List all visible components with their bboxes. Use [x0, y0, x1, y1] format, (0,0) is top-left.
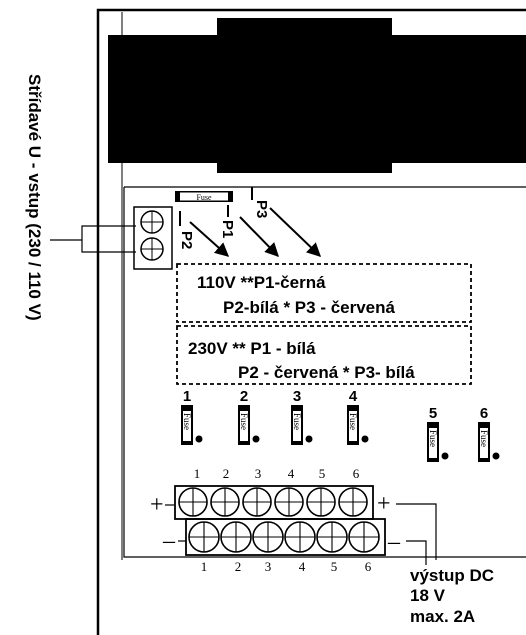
fuse-indicator-dot — [252, 435, 260, 443]
fuse-number: 4 — [349, 388, 358, 405]
output-label-line3: max. 2A — [410, 607, 475, 626]
output-wires — [396, 503, 437, 565]
fuse-label: Fuse — [428, 430, 438, 447]
svg-text:P1: P1 — [219, 220, 236, 238]
right-plus-sign: + — [377, 491, 391, 517]
fuse-number: 5 — [429, 405, 437, 422]
bottom-terminal-number: 3 — [265, 559, 272, 574]
bottom-terminal-number: 5 — [331, 559, 338, 574]
top-terminal-numbers: 1 2 3 4 5 6 — [194, 466, 360, 481]
fuse-number: 3 — [293, 388, 301, 405]
bottom-terminal-number: 1 — [201, 559, 208, 574]
screw-terminal-3 — [252, 521, 284, 553]
output-label-line2: 18 V — [410, 586, 446, 605]
arrow-p3 — [269, 207, 322, 257]
ac-input-label: Střídavé U - vstup (230 / 110 V) — [25, 74, 44, 321]
fuse-label: Fuse — [479, 430, 489, 447]
right-minus-sign: – — [387, 529, 401, 555]
fuse-label: Fuse — [182, 413, 192, 430]
fuse-number: 6 — [480, 405, 488, 422]
config-110v-box: 110V **P1-černá P2-bílá * P3 - červená — [176, 263, 472, 323]
config-230v-line2: P2 - červená * P3- bílá — [238, 363, 415, 382]
wire-arrows — [189, 207, 322, 258]
bottom-terminal-numbers: 1 2 3 4 5 6 — [201, 559, 372, 574]
fuse-number: 1 — [183, 388, 191, 405]
fuse-label: Fuse — [239, 413, 249, 430]
screw-terminal-4 — [274, 487, 304, 517]
bottom-terminal-number: 6 — [365, 559, 372, 574]
output-label-line1: výstup DC — [410, 566, 494, 585]
fuse-indicator-dot — [441, 452, 449, 460]
left-plus-sign: + — [150, 492, 164, 518]
fuse-number: 2 — [240, 388, 248, 405]
screw-terminal-5 — [316, 521, 348, 553]
top-terminal-number: 2 — [223, 466, 230, 481]
screw-terminal-1 — [178, 487, 208, 517]
svg-text:P3: P3 — [253, 200, 270, 218]
arrow-p1 — [239, 216, 279, 258]
top-terminal-number: 5 — [319, 466, 326, 481]
screw-terminal-1 — [188, 521, 220, 553]
svg-text:P2: P2 — [178, 231, 195, 249]
screw-terminal-2 — [210, 487, 240, 517]
wire-label-p1: P1 — [219, 205, 236, 238]
config-110v-line1: 110V **P1-černá — [197, 273, 326, 292]
screw-terminal-4 — [284, 521, 316, 553]
config-110v-line2: P2-bílá * P3 - červená — [223, 298, 396, 317]
top-terminal-number: 6 — [353, 466, 360, 481]
screw-terminal-5 — [306, 487, 336, 517]
polarity-markers: + – + – — [150, 491, 401, 555]
input-connector — [133, 206, 173, 270]
fuse-indicator-dot — [361, 435, 369, 443]
bottom-terminal-number: 4 — [299, 559, 306, 574]
top-terminal-number: 3 — [255, 466, 262, 481]
screw-terminal-6 — [348, 521, 380, 553]
fuse-indicator-dot — [195, 435, 203, 443]
transformer-block — [108, 18, 526, 173]
wire-label-p2: P2 — [178, 211, 195, 249]
fuse-indicator-dot — [305, 435, 313, 443]
top-terminal-number: 1 — [194, 466, 201, 481]
left-minus-sign: – — [162, 528, 176, 554]
screw-terminal-6 — [338, 487, 368, 517]
config-230v-box: 230V ** P1 - bílá P2 - červená * P3- bíl… — [176, 325, 472, 385]
top-terminal-strip — [174, 485, 374, 520]
fuse-label: Fuse — [292, 413, 302, 430]
output-label: výstup DC 18 V max. 2A — [410, 566, 494, 626]
screw-terminal-2 — [220, 521, 252, 553]
top-fuse-label: Fuse — [196, 193, 212, 202]
top-fuse: Fuse — [175, 191, 233, 202]
wire-label-p3: P3 — [251, 187, 270, 218]
top-terminal-number: 4 — [288, 466, 295, 481]
fuse-indicator-dot — [492, 452, 500, 460]
arrow-p2 — [189, 221, 230, 257]
bottom-terminal-strip — [185, 518, 386, 556]
fuse-label: Fuse — [348, 413, 358, 430]
input-wires — [50, 225, 136, 253]
config-230v-line1: 230V ** P1 - bílá — [188, 339, 316, 358]
screw-terminal-3 — [242, 487, 272, 517]
bottom-terminal-number: 2 — [235, 559, 242, 574]
